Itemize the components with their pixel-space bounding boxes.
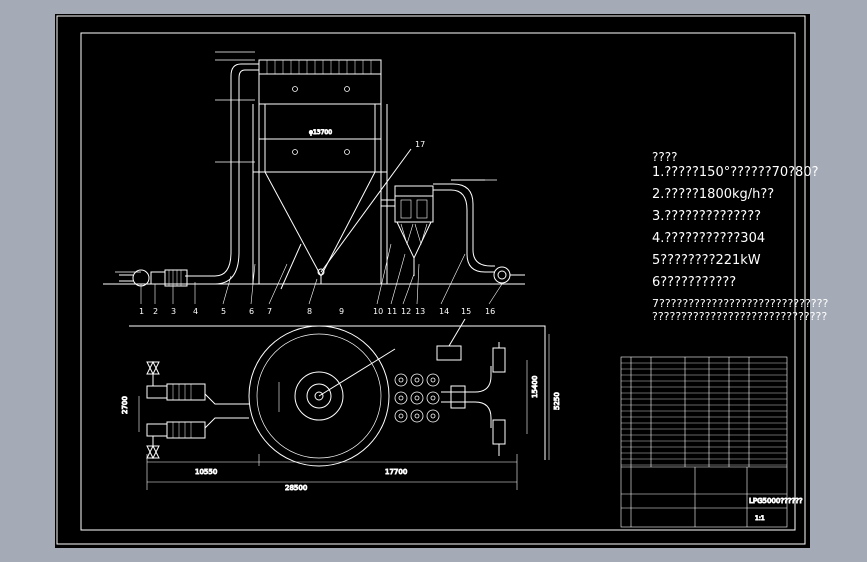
part-number-12: 12 bbox=[401, 307, 411, 316]
inner-border bbox=[80, 32, 796, 531]
part-number-11: 11 bbox=[387, 307, 397, 316]
title-block bbox=[620, 356, 788, 528]
part-number-15: 15 bbox=[461, 307, 471, 316]
dim-width-top: 2700 bbox=[121, 396, 129, 414]
note-line: 4.???????????304 bbox=[652, 231, 766, 246]
part-number-10: 10 bbox=[373, 307, 383, 316]
part-number-9: 9 bbox=[339, 307, 344, 316]
part-number-4: 4 bbox=[193, 307, 198, 316]
note-line: 1.?????150°??????70?80? bbox=[652, 165, 819, 180]
part-number-8: 8 bbox=[307, 307, 312, 316]
part-number-5: 5 bbox=[221, 307, 226, 316]
notes-lines: 1.?????150°??????70?80? 2.?????1800kg/h??… bbox=[652, 166, 828, 322]
part-number-7: 7 bbox=[267, 307, 272, 316]
elevation-view bbox=[103, 51, 525, 305]
technical-notes: ???? 1.?????150°??????70?80? 2.?????1800k… bbox=[652, 151, 828, 324]
part-number-17: 17 bbox=[415, 140, 425, 149]
note-line: 7????????????????????????????? bbox=[652, 297, 829, 310]
drawing-name: LPG5000?????? bbox=[749, 497, 803, 505]
dim-vertical: 5250 bbox=[553, 392, 561, 410]
note-line: 2.?????1800kg/h?? bbox=[652, 187, 775, 202]
part-number-3: 3 bbox=[171, 307, 176, 316]
parts-list-rows bbox=[621, 362, 787, 466]
note-line: 6??????????? bbox=[652, 275, 737, 290]
part-number-1: 1 bbox=[139, 307, 144, 316]
dim-length-right: 15400 bbox=[531, 376, 539, 398]
dim-total: 28500 bbox=[285, 484, 307, 492]
note-line: ?????????????????????????????? bbox=[652, 310, 828, 323]
part-number-13: 13 bbox=[415, 307, 425, 316]
part-number-6: 6 bbox=[249, 307, 254, 316]
note-line: 3.?????????????? bbox=[652, 209, 762, 224]
part-number-16: 16 bbox=[485, 307, 495, 316]
part-number-14: 14 bbox=[439, 307, 449, 316]
dim-seg-left: 10550 bbox=[195, 468, 217, 476]
notes-title: ???? bbox=[652, 150, 678, 164]
drawing-scale: 1:1 bbox=[755, 515, 765, 522]
plan-view bbox=[129, 318, 550, 490]
outer-border bbox=[56, 15, 806, 545]
note-line: 5????????221kW bbox=[652, 253, 761, 268]
dim-chamber-dia: φ13700 bbox=[309, 129, 332, 136]
dim-seg-right: 17700 bbox=[385, 468, 407, 476]
part-number-2: 2 bbox=[153, 307, 158, 316]
